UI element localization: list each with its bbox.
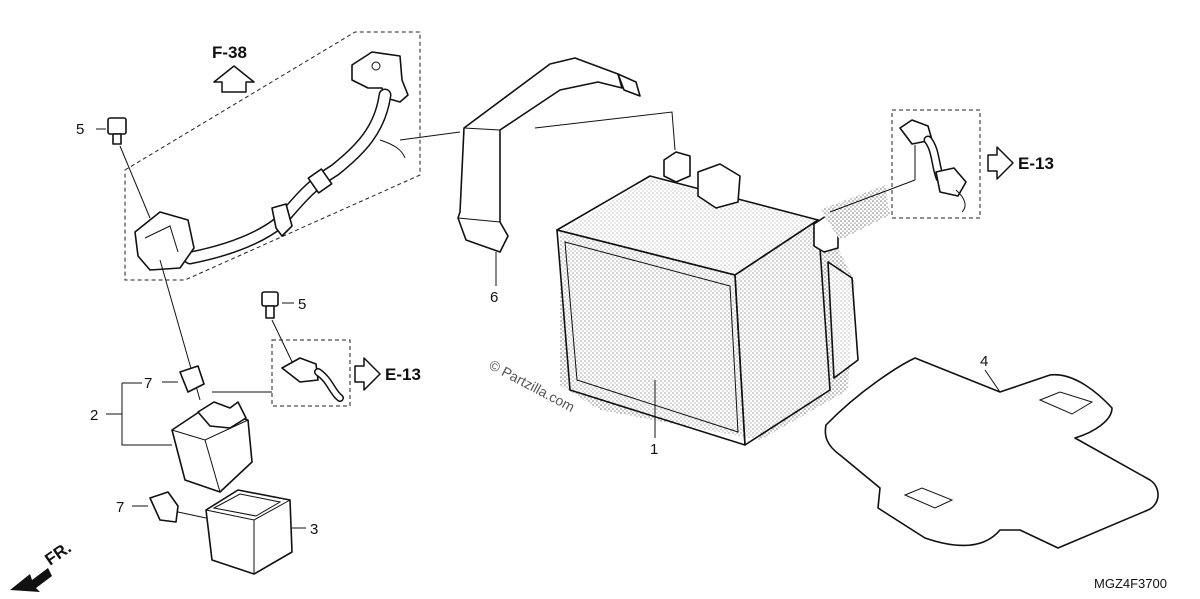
battery-end-bracket: [827, 261, 859, 379]
relay-group: 7 2: [90, 365, 253, 493]
strap-hook: [617, 73, 641, 97]
callout-1: 1: [650, 441, 658, 458]
battery-terminal-positive: [663, 151, 691, 183]
screw-head-icon: [107, 117, 127, 135]
right-harness-dashed-frame: [891, 109, 981, 219]
battery-side-face: [734, 219, 831, 446]
battery-group: 1: [556, 151, 859, 458]
tray-slot-upper: [1038, 391, 1094, 415]
terminal-bolt-hole: [371, 61, 381, 71]
callout-5a: 5: [76, 121, 84, 138]
front-label: FR.: [41, 538, 74, 569]
strap-edges: [457, 127, 501, 223]
harness-cable-outline: [183, 88, 392, 265]
tray-group: 4: [824, 353, 1159, 549]
right-arrow-icon-a: [354, 357, 381, 391]
leader-strap-harness: [399, 111, 676, 151]
leader-right-harness-to-battery: [829, 179, 916, 213]
screw-shank-b: [265, 305, 275, 319]
callout-7a: 7: [144, 375, 152, 392]
cable-sleeve: [307, 168, 333, 194]
ref-f38-label: F-38: [212, 43, 247, 62]
upper-terminal: [351, 51, 409, 103]
right-harness-group: E-13: [829, 109, 1054, 219]
harness-group: [124, 31, 421, 281]
ref-e13b-label: E-13: [1018, 154, 1054, 173]
sub-harness-terminal: [281, 357, 319, 383]
cable-clip: [271, 203, 293, 237]
harness-dashed-frame: [124, 31, 421, 281]
harness-connector: [134, 211, 195, 271]
leader-fuse-cover: [177, 511, 207, 519]
ref-e13a-label: E-13: [385, 365, 421, 384]
screw-shank: [112, 133, 122, 145]
up-arrow-icon: [213, 65, 255, 93]
strap-group: 6: [399, 57, 676, 306]
battery-front-inset: [564, 241, 739, 433]
sub-harness-e13-group: E-13: [212, 339, 421, 407]
callout-6: 6: [490, 289, 498, 306]
battery-tray-plate: [824, 357, 1159, 549]
sub-harness-dashed-frame: [271, 339, 351, 407]
ref-f38-group: F-38: [212, 43, 255, 93]
cover-edges: [205, 499, 291, 574]
relay-top-terminals: [197, 401, 247, 429]
sub-harness-cable: [315, 369, 343, 401]
battery-terminal-box: [697, 163, 741, 209]
cover-opening: [212, 493, 282, 517]
leader-5b-down: [271, 319, 296, 369]
connector-detail: [144, 225, 179, 253]
callout-3: 3: [310, 521, 318, 538]
harness-cable: [185, 90, 390, 263]
callout-7b: 7: [116, 499, 124, 516]
diagram-code: MGZ4F3700: [1094, 576, 1167, 591]
front-arrow-icon: [10, 568, 52, 592]
right-arrow-icon-b: [987, 146, 1014, 180]
tray-slot-lower: [903, 487, 954, 509]
screw-5b-group: 5: [261, 291, 306, 369]
callout-2: 2: [90, 407, 98, 424]
relay-edges: [171, 419, 249, 493]
callout-5b: 5: [298, 296, 306, 313]
leader-4: [984, 369, 1001, 393]
background-shading-right: [820, 185, 890, 240]
bracket-2: [121, 382, 172, 446]
screw-head-icon-b: [261, 291, 279, 307]
front-direction-group: FR.: [10, 538, 75, 592]
leader-5a-to-connector: [119, 145, 151, 219]
callout-4: 4: [980, 353, 988, 370]
fuse-7b: [149, 491, 179, 523]
cover-group: 7 3: [116, 489, 318, 575]
fuse-7a: [179, 365, 205, 393]
screw-5a-group: 5: [76, 117, 151, 219]
right-harness-clamp: [935, 167, 967, 197]
right-harness-tail: [955, 189, 966, 213]
harness-branch: [379, 139, 406, 159]
